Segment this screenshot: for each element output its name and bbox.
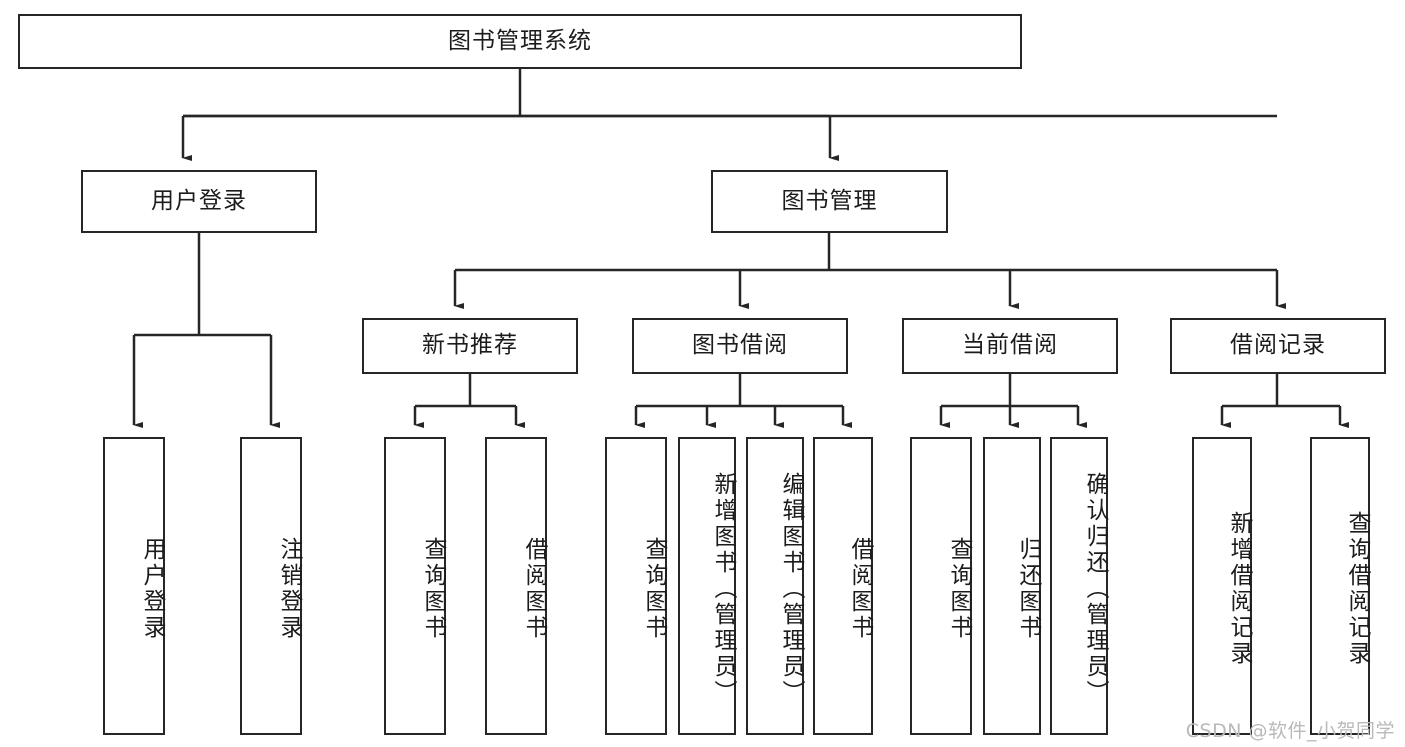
node-user-login[interactable]: 用户登录 bbox=[81, 170, 317, 233]
node-label: 当前借阅 bbox=[962, 332, 1058, 359]
leaf-confirm-return-admin[interactable]: 确认归还（管理员） bbox=[1050, 437, 1108, 735]
node-borrow-record[interactable]: 借阅记录 bbox=[1170, 318, 1386, 374]
leaf-return-book[interactable]: 归还图书 bbox=[983, 437, 1041, 735]
node-root-system[interactable]: 图书管理系统 bbox=[18, 14, 1022, 69]
node-label: 确认归还（管理员） bbox=[1082, 472, 1108, 706]
leaf-borrow-book-newbook[interactable]: 借阅图书 bbox=[485, 437, 547, 735]
node-label: 查询图书 bbox=[420, 537, 446, 641]
leaf-add-borrow-record[interactable]: 新增借阅记录 bbox=[1192, 437, 1252, 735]
node-label: 借阅图书 bbox=[847, 537, 873, 641]
node-label: 注销登录 bbox=[276, 537, 302, 641]
node-label: 用户登录 bbox=[151, 187, 247, 214]
node-label: 新增借阅记录 bbox=[1226, 511, 1252, 667]
leaf-query-borrow-record[interactable]: 查询借阅记录 bbox=[1310, 437, 1370, 735]
node-label: 借阅图书 bbox=[521, 537, 547, 641]
node-label: 图书管理系统 bbox=[448, 27, 592, 54]
node-book-borrow[interactable]: 图书借阅 bbox=[632, 318, 848, 374]
node-label: 查询借阅记录 bbox=[1344, 511, 1370, 667]
node-label: 新增图书（管理员） bbox=[710, 472, 736, 706]
node-label: 新书推荐 bbox=[422, 332, 518, 359]
node-label: 用户登录 bbox=[139, 537, 165, 641]
node-label: 归还图书 bbox=[1015, 537, 1041, 641]
node-new-book-recommend[interactable]: 新书推荐 bbox=[362, 318, 578, 374]
node-label: 编辑图书（管理员） bbox=[778, 472, 804, 706]
node-current-borrow[interactable]: 当前借阅 bbox=[902, 318, 1118, 374]
leaf-add-book-admin[interactable]: 新增图书（管理员） bbox=[678, 437, 736, 735]
leaf-query-book-current[interactable]: 查询图书 bbox=[910, 437, 972, 735]
leaf-borrow-book[interactable]: 借阅图书 bbox=[813, 437, 873, 735]
node-label: 图书借阅 bbox=[692, 332, 788, 359]
node-label: 图书管理 bbox=[781, 187, 878, 214]
node-label: 查询图书 bbox=[641, 537, 667, 641]
node-label: 查询图书 bbox=[946, 537, 972, 641]
leaf-query-book-borrow[interactable]: 查询图书 bbox=[605, 437, 667, 735]
node-book-management[interactable]: 图书管理 bbox=[711, 170, 948, 233]
leaf-query-book-newbook[interactable]: 查询图书 bbox=[384, 437, 446, 735]
leaf-logout[interactable]: 注销登录 bbox=[240, 437, 302, 735]
node-label: 借阅记录 bbox=[1230, 332, 1326, 359]
leaf-user-login[interactable]: 用户登录 bbox=[103, 437, 165, 735]
leaf-edit-book-admin[interactable]: 编辑图书（管理员） bbox=[746, 437, 804, 735]
